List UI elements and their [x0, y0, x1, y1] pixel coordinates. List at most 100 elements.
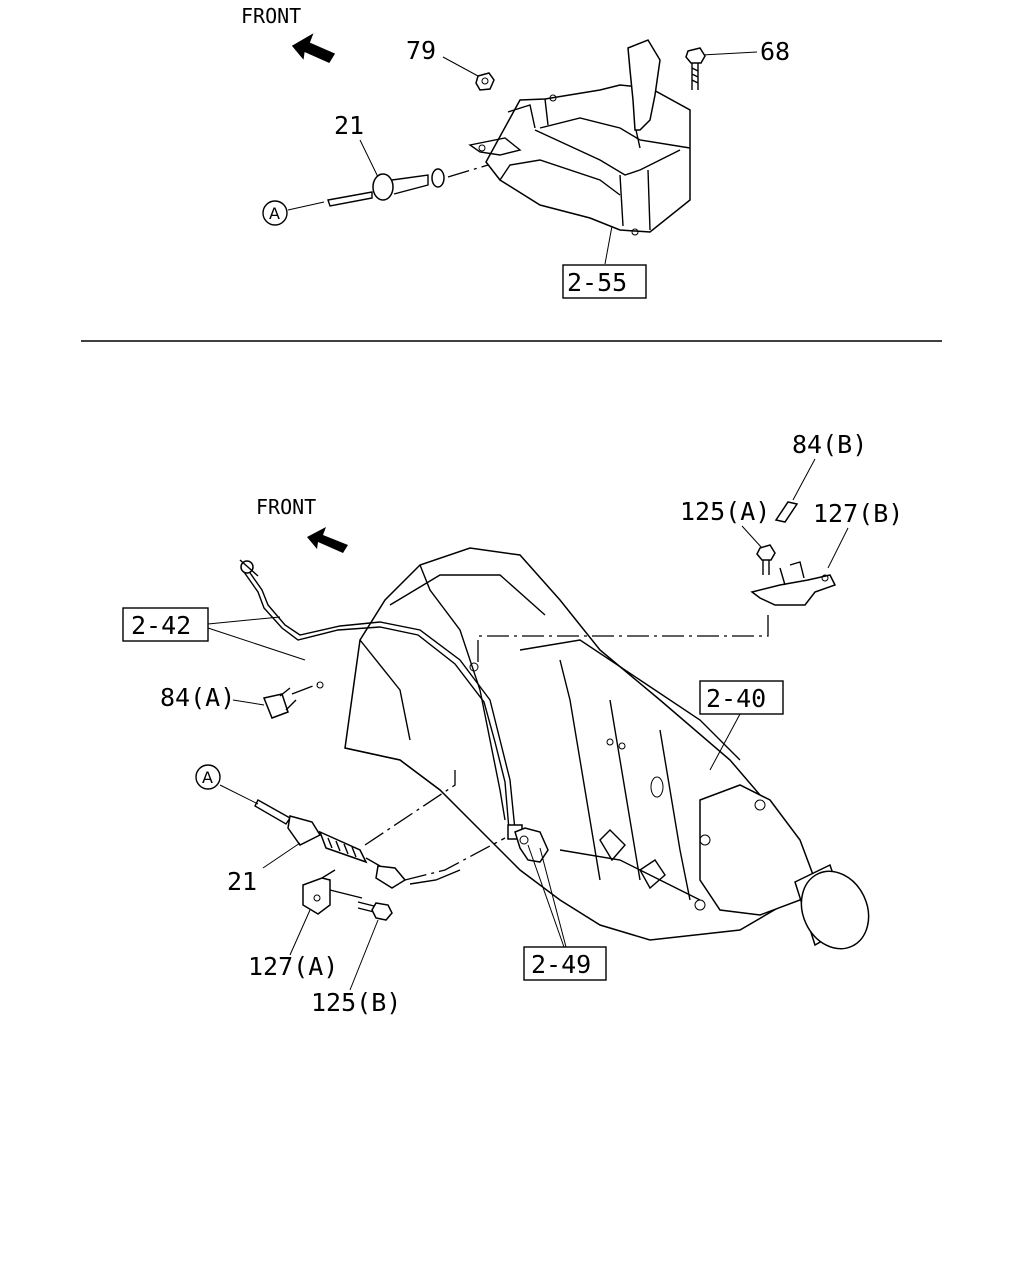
- control-lever-hole: [519, 835, 529, 845]
- stud-84b: [774, 501, 799, 523]
- leader-2-42-a: [207, 616, 281, 625]
- cable-bushing-top: [431, 168, 445, 188]
- housing-edge-4: [507, 104, 536, 129]
- bolt-125a-head: [756, 544, 776, 561]
- bracket-127b-hole: [821, 574, 829, 582]
- clip-84a: [262, 693, 289, 719]
- bolt-125b-dash: [329, 889, 363, 899]
- circle-a-bottom: [195, 764, 221, 790]
- shift-stem: [635, 129, 641, 149]
- bottom-hole: [631, 228, 639, 236]
- leader-a-top: [287, 201, 325, 211]
- bolt-125a-shank: [762, 560, 770, 575]
- dash-cable-to-housing: [447, 164, 489, 178]
- output-shaft-end: [800, 870, 870, 950]
- leader-2-42-b: [207, 627, 306, 661]
- cable-joint-top: [372, 173, 394, 201]
- shift-knob: [627, 39, 661, 131]
- leader-2-49-a: [527, 844, 565, 948]
- front-arrow-bottom-icon: [307, 527, 348, 553]
- clip-84a-detail: [279, 687, 297, 711]
- leader-2-49-b: [539, 847, 567, 948]
- dash-cable-to-trans-1: [364, 770, 456, 846]
- leader-127a: [289, 909, 311, 956]
- label-68: 68: [760, 37, 790, 66]
- harness-2-42: [247, 569, 516, 831]
- leader-21-top: [359, 139, 379, 178]
- bracket-127b: [750, 574, 837, 606]
- housing-edge-1: [539, 117, 691, 149]
- cable-rod-top: [327, 191, 373, 207]
- top-hole: [549, 94, 557, 102]
- leader-125a: [741, 525, 763, 549]
- front-label-top: FRONT: [241, 4, 301, 28]
- bolt-hole-4: [316, 681, 324, 689]
- leader-84a: [232, 699, 265, 706]
- bolt-125b-head: [371, 902, 393, 921]
- harness-2-42-outline: [243, 571, 510, 831]
- transmission-boss: [650, 776, 664, 798]
- ref-2-40: 2-40: [706, 684, 766, 713]
- transmission-edge-3: [519, 639, 741, 761]
- leader-21-bottom: [262, 842, 301, 869]
- leader-2-55: [604, 225, 613, 265]
- circle-a-top: [262, 200, 288, 226]
- top-section: FRONT 79 68 21 A: [241, 4, 790, 299]
- ref-2-49: 2-49: [531, 950, 591, 979]
- housing-edge-3: [499, 98, 651, 231]
- ref-box-2-42: [122, 607, 209, 642]
- nut-79: [475, 72, 495, 91]
- cable-boot-bottom: [318, 830, 368, 864]
- dash-cable-to-trans-2: [404, 837, 506, 881]
- label-84b: 84(B): [792, 430, 867, 459]
- dash-84a: [291, 683, 319, 695]
- bottom-section: FRONT 2-42 84(B): [122, 430, 903, 1017]
- ref-box-2-55: [562, 264, 647, 299]
- transmission-rib-3: [659, 729, 691, 901]
- dash-bracket-to-trans: [477, 615, 769, 665]
- bracket-127b-tab: [779, 561, 805, 586]
- ref-2-55: 2-55: [567, 268, 627, 297]
- tail-housing: [699, 784, 816, 916]
- tail-bolt-2: [699, 834, 711, 846]
- bolt-hole-1: [606, 738, 614, 746]
- leader-68: [701, 51, 758, 56]
- front-label-bottom: FRONT: [256, 495, 316, 519]
- label-21-top: 21: [334, 111, 364, 140]
- tail-bolt-1: [754, 799, 766, 811]
- housing-flange: [468, 137, 522, 156]
- transmission-rib-1: [559, 659, 601, 881]
- tail-bolt-3: [694, 899, 706, 911]
- transmission-details: [599, 829, 666, 890]
- cable-boot-ribs: [327, 837, 357, 858]
- shifter-housing: [485, 84, 691, 233]
- leader-a-bottom: [219, 784, 259, 805]
- label-21-bottom: 21: [227, 867, 257, 896]
- cable-end-rod: [365, 857, 381, 867]
- leader-79: [442, 56, 479, 77]
- cable-eye-bottom: [375, 865, 407, 889]
- circle-a-top-label: A: [269, 204, 280, 223]
- bolt-hole-2: [618, 742, 626, 750]
- ref-box-2-40: [699, 680, 784, 715]
- ref-2-42: 2-42: [131, 611, 191, 640]
- nut-79-hole: [481, 77, 489, 85]
- cable-rod-bottom: [254, 799, 292, 825]
- leader-125b: [349, 919, 379, 991]
- transmission-rib-2: [609, 699, 641, 881]
- transmission-edge-1: [389, 564, 546, 821]
- bolt-68-head: [685, 47, 706, 64]
- bolt-68-thread: [691, 63, 699, 90]
- leader-84b: [792, 458, 816, 501]
- ref-box-2-49: [523, 946, 607, 981]
- label-125b: 125(B): [311, 988, 401, 1017]
- housing-edge-2: [534, 129, 681, 176]
- label-127a: 127(A): [248, 952, 338, 981]
- bolt-hole-3: [469, 662, 479, 672]
- leader-127b: [827, 527, 849, 569]
- cable-nut-bottom: [287, 815, 322, 846]
- cable-end-top: [391, 174, 429, 195]
- bracket-127a-hole: [313, 894, 321, 902]
